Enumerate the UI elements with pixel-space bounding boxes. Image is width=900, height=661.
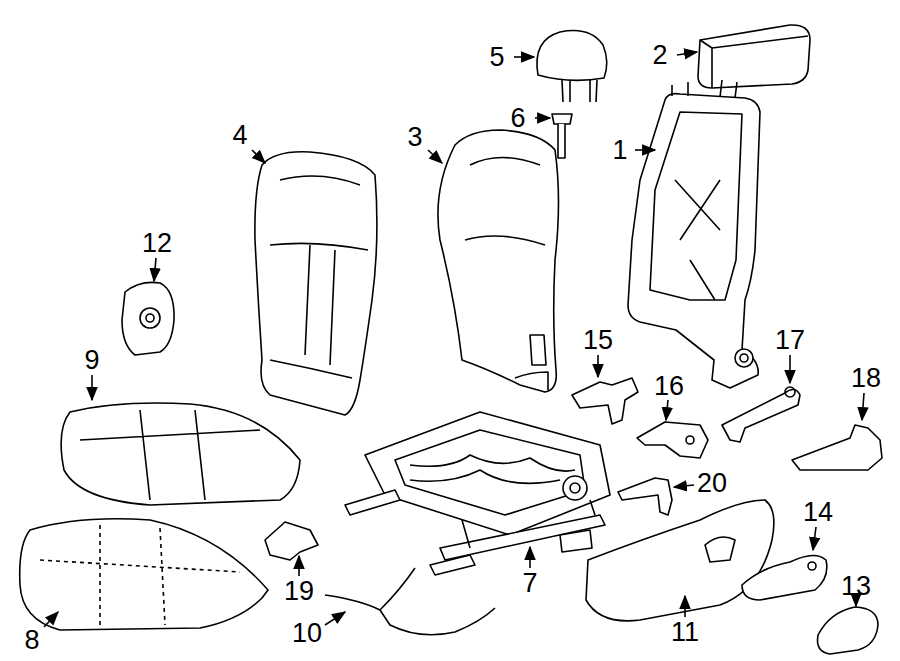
callout-number: 19	[284, 578, 314, 605]
callout-number: 18	[851, 365, 881, 392]
callout-number: 4	[232, 122, 247, 149]
callout-number: 9	[84, 347, 99, 374]
callout-number: 12	[142, 230, 172, 257]
callout-number: 15	[583, 327, 613, 354]
callout-number: 16	[654, 373, 684, 400]
callout-number: 7	[522, 570, 537, 597]
callout-number: 1	[612, 137, 627, 164]
callout-number: 3	[407, 124, 422, 151]
callout-number: 14	[803, 499, 833, 526]
callout-number: 13	[841, 573, 871, 600]
callout-number: 5	[489, 44, 504, 71]
callout-number: 10	[292, 620, 322, 647]
callout-number: 2	[652, 42, 667, 69]
callout-number: 17	[775, 327, 805, 354]
callout-number: 6	[510, 105, 525, 132]
callout-number: 20	[697, 470, 727, 497]
callout-number: 11	[671, 619, 699, 646]
callout-number: 8	[24, 627, 39, 654]
leader-lines	[44, 52, 864, 627]
